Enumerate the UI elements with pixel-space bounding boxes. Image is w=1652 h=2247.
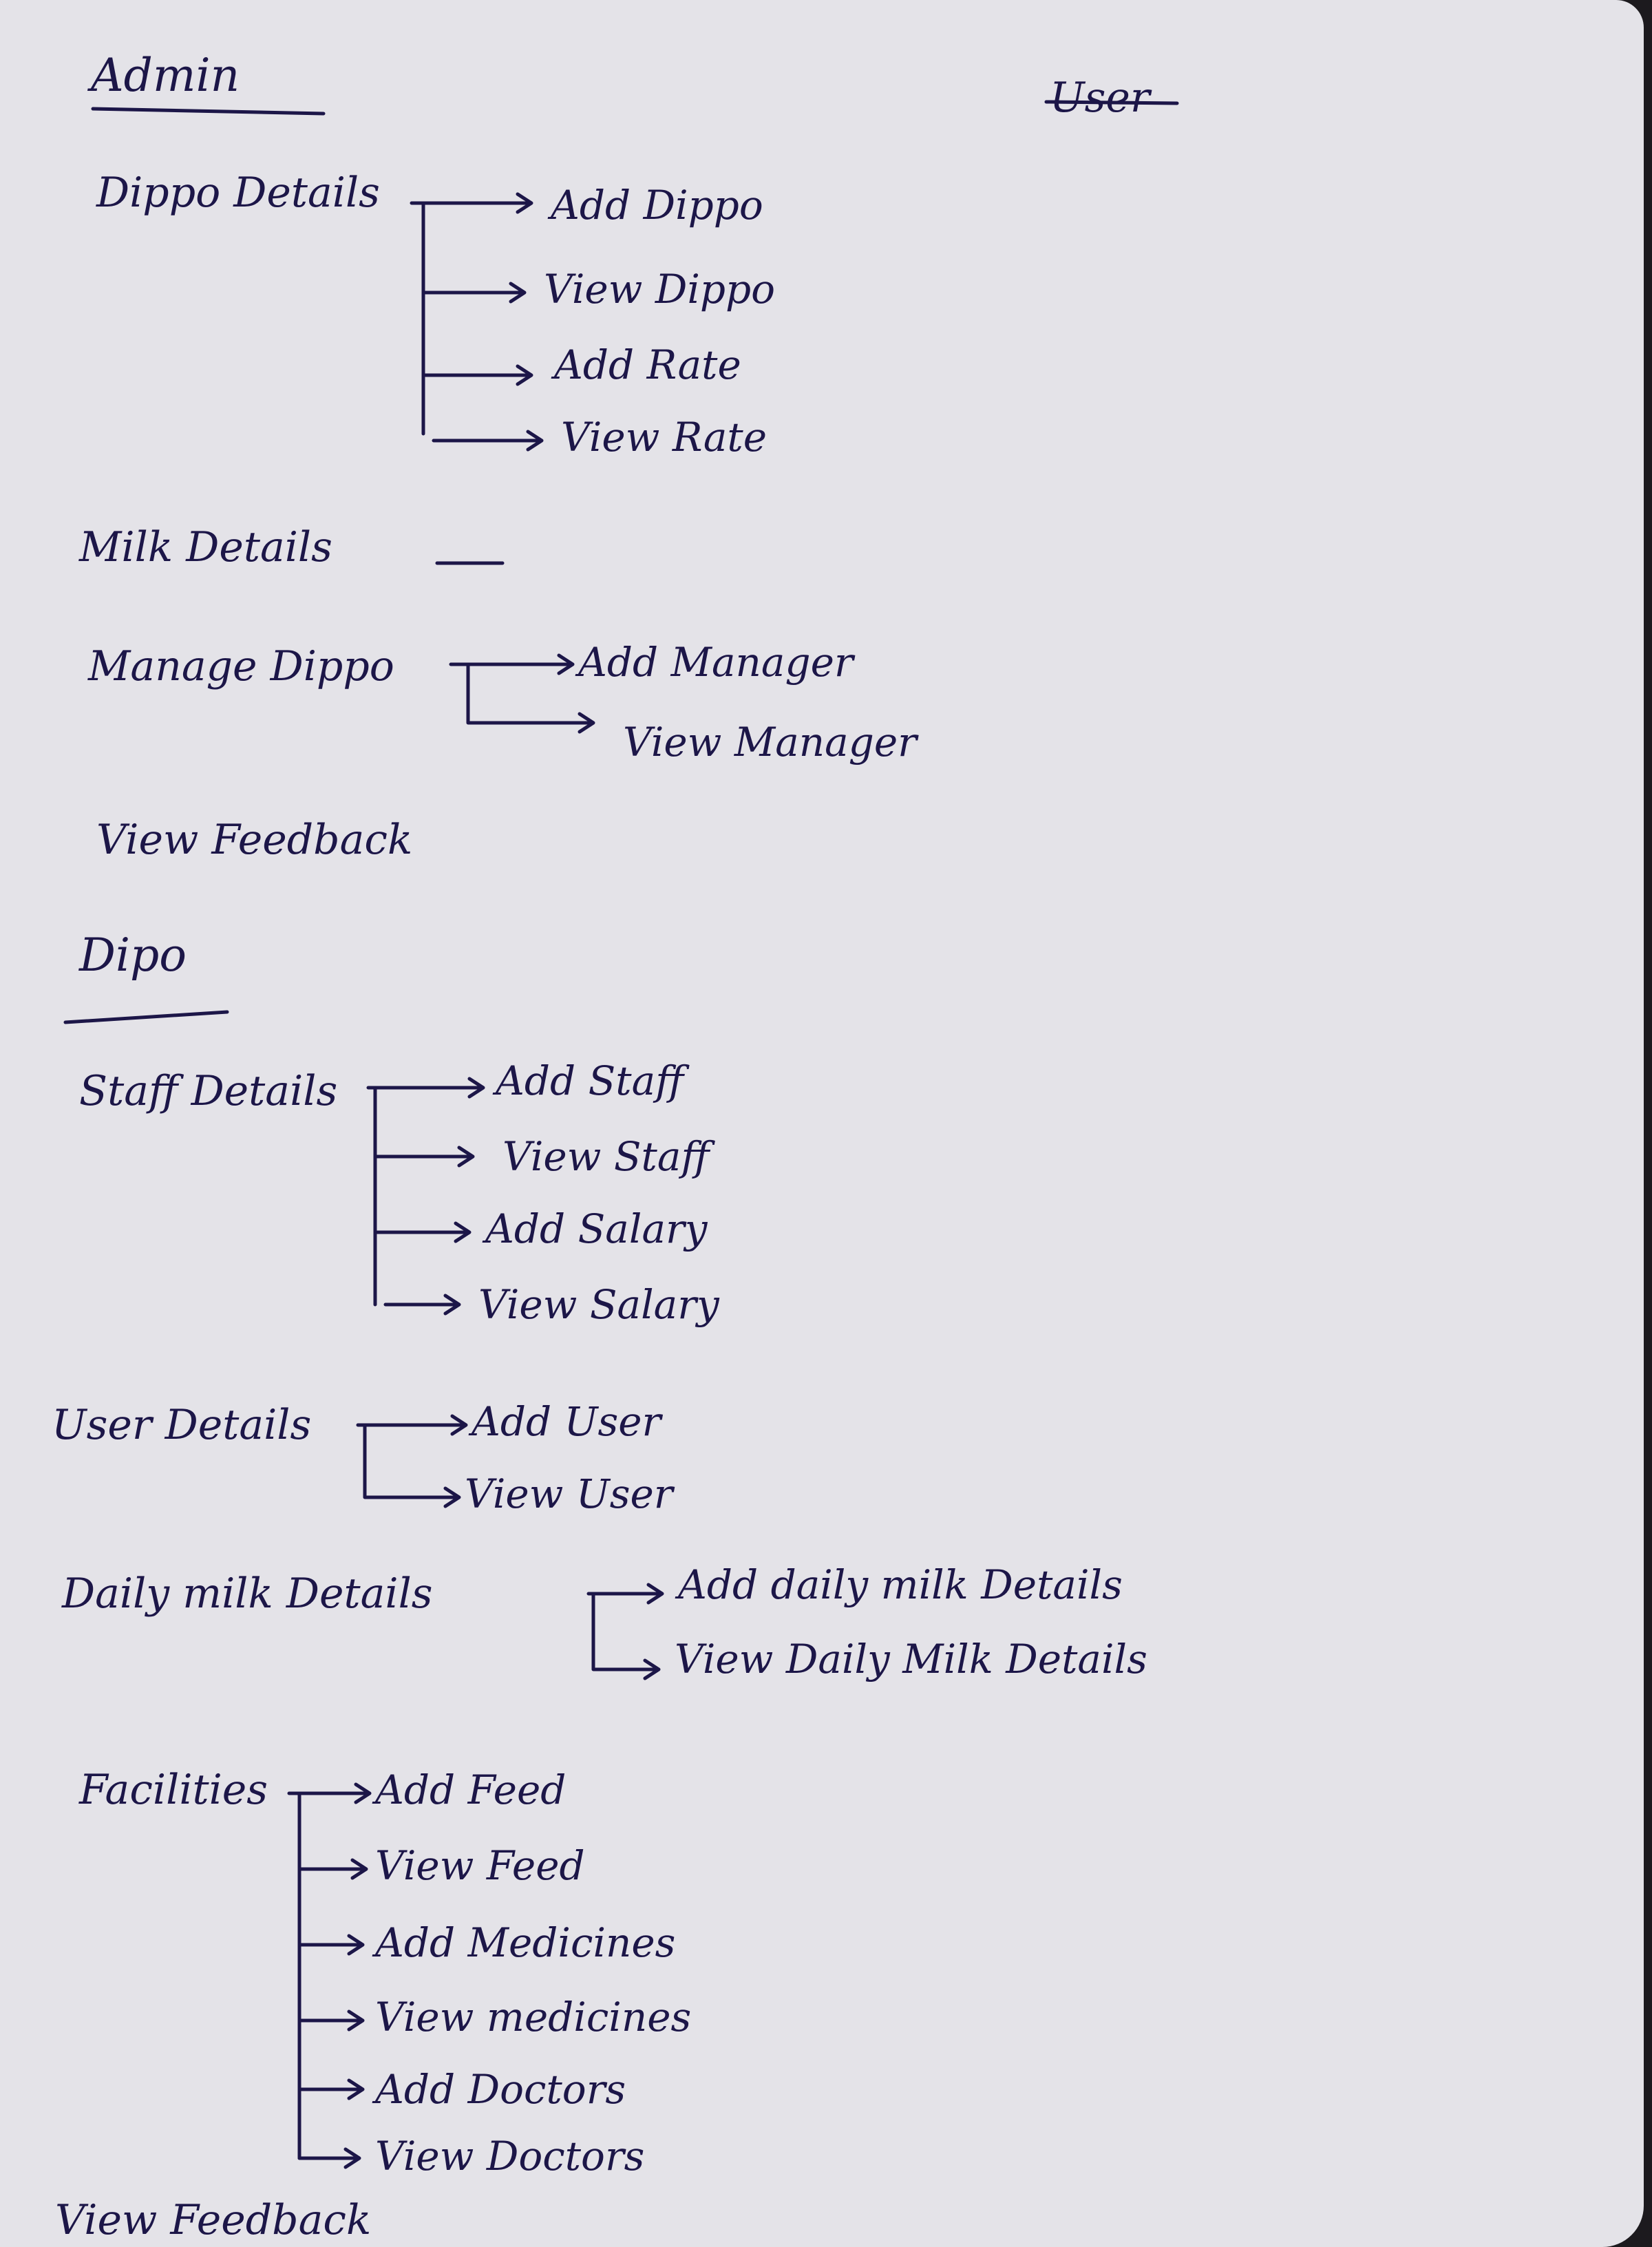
submenu-add-dippo: Add Dippo <box>547 182 763 229</box>
branch-arrow <box>421 282 527 304</box>
submenu-add-feed: Add Feed <box>372 1766 566 1813</box>
submenu-view-salary: View Salary <box>478 1281 720 1328</box>
submenu-view-dippo: View Dippo <box>544 266 775 313</box>
branch-arrow <box>449 653 575 675</box>
branch-arrow <box>287 1782 372 1804</box>
branch-arrow <box>297 1934 365 1956</box>
submenu-view-manager: View Manager <box>623 719 919 766</box>
branch-arrow <box>591 1592 661 1680</box>
branch-arrow <box>356 1414 468 1436</box>
branch-arrow <box>383 1294 461 1316</box>
branch-arrow <box>432 430 544 452</box>
section-title-admin: Admin <box>87 49 240 102</box>
submenu-add-medicines: Add Medicines <box>372 1919 675 1966</box>
submenu-view-feed: View Feed <box>375 1842 585 1889</box>
branch-arrow <box>297 2009 365 2032</box>
submenu-view-rate: View Rate <box>561 414 767 461</box>
submenu-add-staff: Add Staff <box>492 1057 690 1104</box>
branch-arrow <box>297 2147 361 2169</box>
section-underline-dipo <box>63 1010 229 1024</box>
submenu-add-rate: Add Rate <box>551 341 741 388</box>
submenu-add-manager: Add Manager <box>575 639 856 686</box>
submenu-add-user: Add User <box>468 1398 664 1445</box>
menu-item-view-feedback: View Feedback <box>96 816 412 864</box>
section-underline-admin <box>91 107 326 116</box>
branch-arrow <box>421 364 533 386</box>
menu-item-daily-milk-details: Daily milk Details <box>61 1570 433 1618</box>
menu-item-milk-details: Milk Details <box>78 523 332 571</box>
branch-arrow <box>297 2078 365 2100</box>
submenu-add-daily-milk: Add daily milk Details <box>675 1561 1123 1608</box>
submenu-add-salary: Add Salary <box>482 1205 708 1252</box>
branch-arrow <box>466 662 595 734</box>
menu-item-staff-details: Staff Details <box>79 1067 337 1115</box>
submenu-view-medicines: View medicines <box>375 1994 691 2040</box>
branch-arrow <box>373 1146 475 1168</box>
submenu-view-user: View User <box>465 1470 675 1517</box>
submenu-view-daily-milk: View Daily Milk Details <box>675 1636 1147 1682</box>
branch-arrow <box>586 1583 664 1605</box>
branch-arrow <box>410 192 533 214</box>
submenu-view-doctors: View Doctors <box>375 2133 644 2180</box>
crossed-out-word: User <box>1050 74 1152 122</box>
branch-arrow <box>363 1423 461 1508</box>
menu-item-manage-dippo: Manage Dippo <box>87 642 394 690</box>
menu-item-facilities: Facilities <box>78 1766 268 1814</box>
submenu-add-doctors: Add Doctors <box>372 2066 626 2113</box>
strike-through-line <box>1044 100 1179 105</box>
menu-item-dippo-details: Dippo Details <box>96 169 380 217</box>
branch-arrow <box>297 1858 368 1880</box>
submenu-view-staff: View Staff <box>502 1133 715 1180</box>
section-title-dipo: Dipo <box>78 929 187 982</box>
branch-arrow <box>373 1221 472 1243</box>
menu-item-view-feedback-dipo: View Feedback <box>55 2196 371 2244</box>
menu-item-user-details: User Details <box>52 1401 311 1449</box>
branch-arrow <box>366 1077 485 1099</box>
